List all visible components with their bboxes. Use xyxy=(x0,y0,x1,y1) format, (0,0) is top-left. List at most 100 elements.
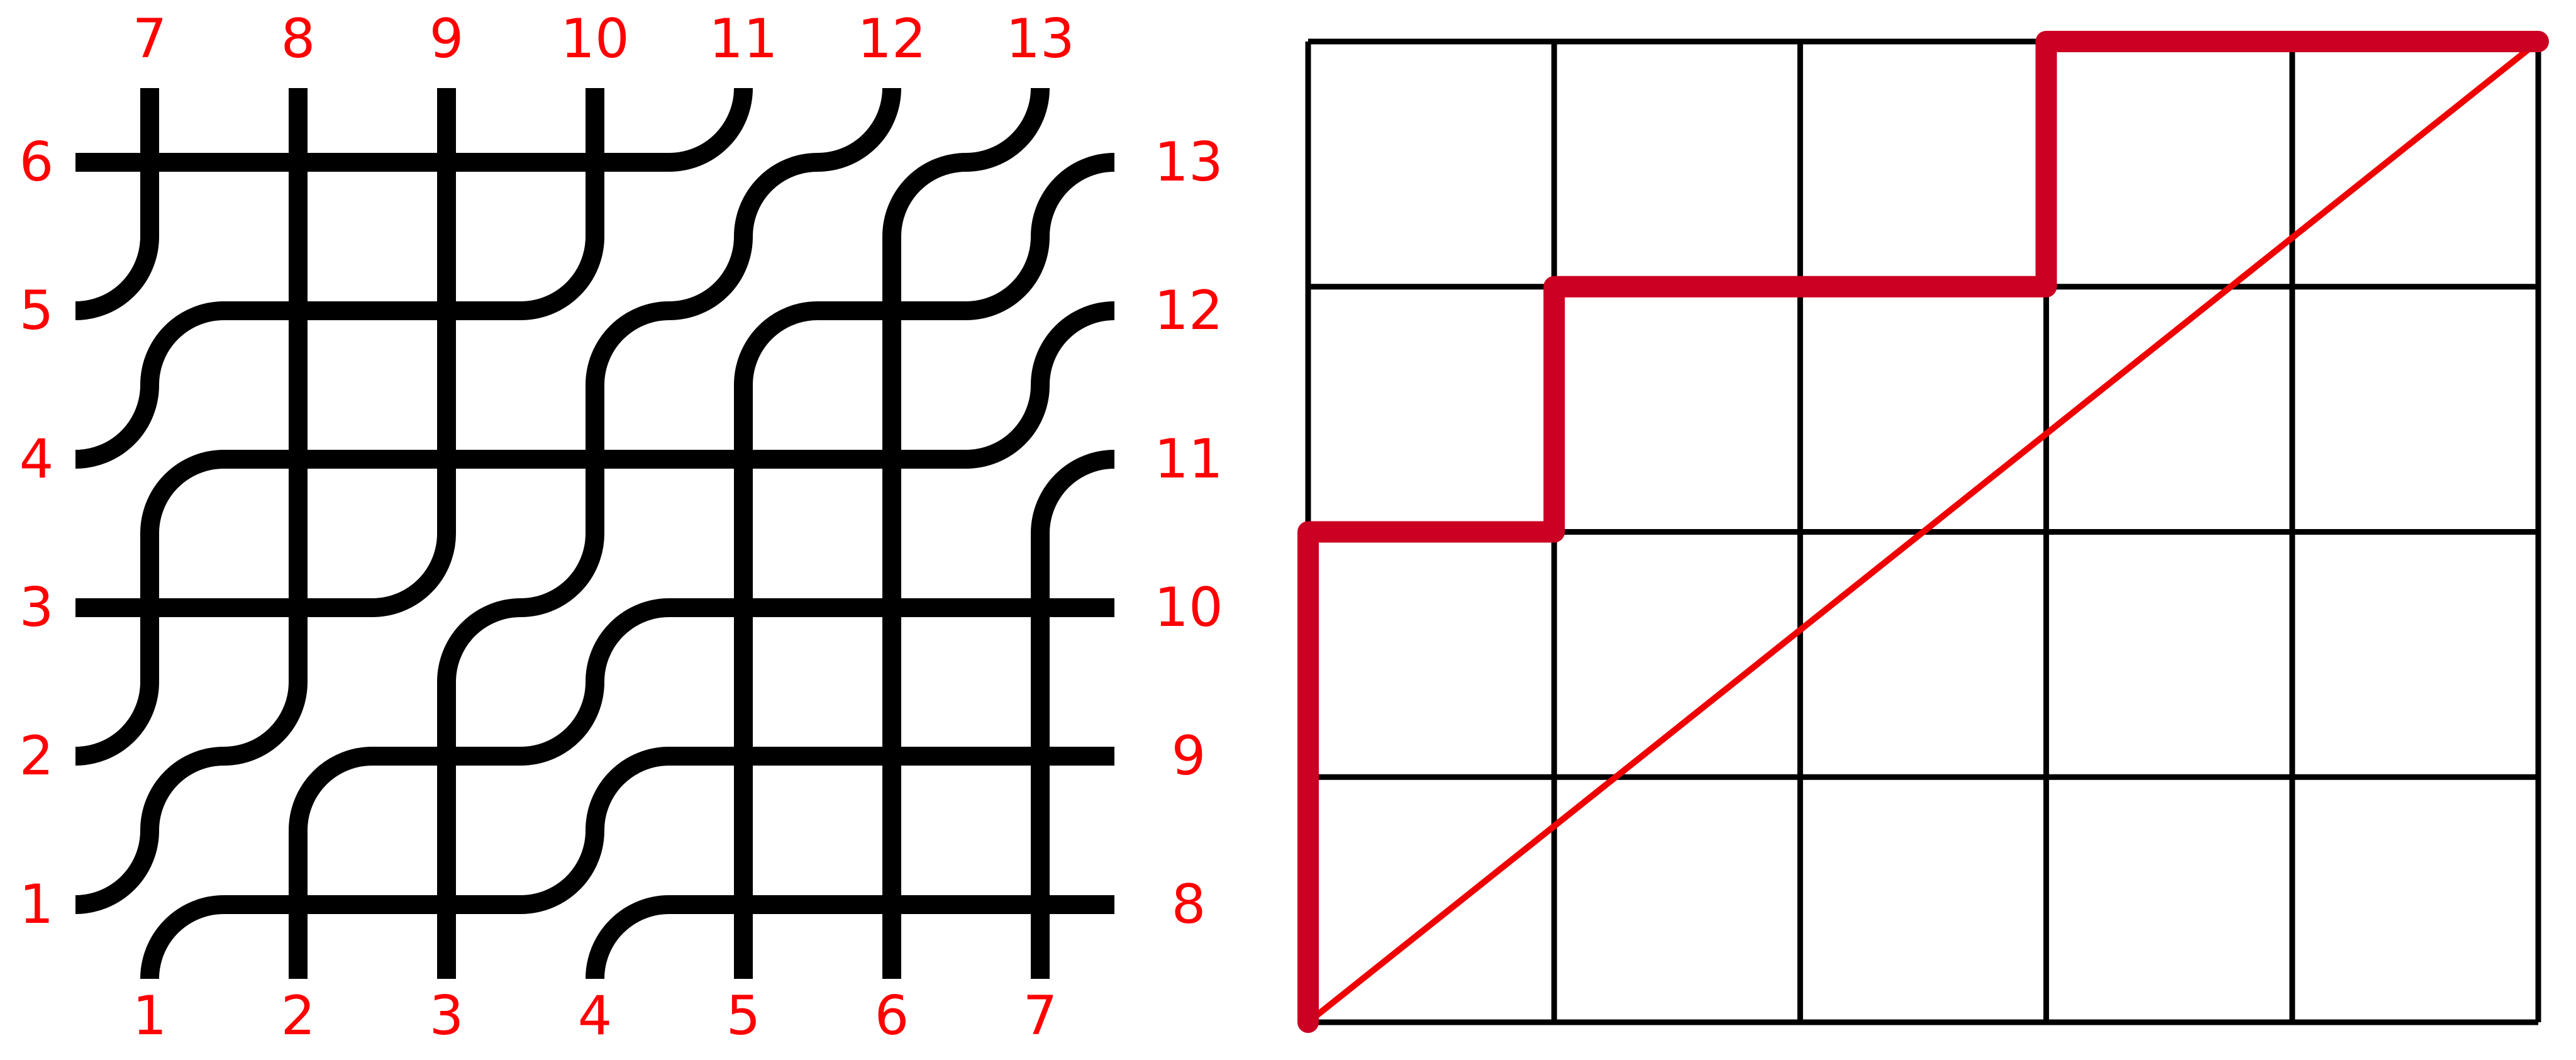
bottom-label-7: 7 xyxy=(1023,985,1058,1047)
top-label-5: 11 xyxy=(709,8,777,70)
tile-elbow-r4-c3 xyxy=(372,533,521,683)
strand-segment xyxy=(372,237,521,385)
strand-segment xyxy=(817,87,967,237)
tile-elbow-r2-c4 xyxy=(520,236,670,386)
tile-cross-r6-c5 xyxy=(669,830,818,979)
tile-elbow-r2-c1 xyxy=(75,236,225,386)
strand-segment xyxy=(75,681,225,831)
top-label-3: 9 xyxy=(430,8,464,70)
lattice-path xyxy=(1297,31,2549,1033)
tile-cross-r3-c4 xyxy=(521,385,669,533)
strand-segment xyxy=(966,682,1114,830)
strand-segment xyxy=(75,384,225,534)
tile-elbow-r3-c1 xyxy=(75,384,225,534)
strand-segment xyxy=(372,533,521,683)
tile-cross-r3-c6 xyxy=(818,385,966,533)
tile-elbow-r1-c6 xyxy=(817,87,967,237)
strand-segment xyxy=(966,533,1114,682)
right-label-3: 11 xyxy=(1154,428,1223,491)
strand-segment xyxy=(669,385,818,533)
strand-segment xyxy=(75,236,225,386)
strand-segment xyxy=(965,384,1115,534)
tile-elbow-r3-c7 xyxy=(965,384,1115,534)
left-label-6: 1 xyxy=(19,873,54,936)
strand-segment xyxy=(818,237,966,385)
strand-segment xyxy=(521,385,669,533)
tile-elbow-r2-c5 xyxy=(669,236,818,386)
strand-segment xyxy=(966,830,1114,979)
strand-segment xyxy=(223,681,373,831)
right-label-6: 8 xyxy=(1172,873,1206,936)
strand-segment xyxy=(669,533,818,682)
strand-segment xyxy=(372,88,521,237)
strand-segment xyxy=(520,236,670,386)
tile-cross-r3-c2 xyxy=(224,385,372,533)
strand-segment xyxy=(224,385,372,533)
tile-elbow-r5-c1 xyxy=(75,681,225,831)
strand-segment xyxy=(669,87,818,237)
strand-segment xyxy=(75,830,225,979)
tile-cross-r6-c6 xyxy=(818,830,966,979)
tile-cross-r1-c2 xyxy=(224,88,372,237)
tile-elbow-r6-c1 xyxy=(75,830,225,979)
strand-segment xyxy=(520,533,670,683)
tile-cross-r5-c5 xyxy=(669,682,818,830)
tile-cross-r6-c3 xyxy=(372,830,521,979)
tile-cross-r4-c5 xyxy=(669,533,818,682)
tile-cross-r5-c6 xyxy=(818,682,966,830)
strand-segment xyxy=(520,681,670,831)
bottom-label-5: 5 xyxy=(726,985,761,1047)
tile-elbow-r5-c2 xyxy=(223,681,373,831)
tile-cross-r2-c6 xyxy=(818,237,966,385)
strand-segment xyxy=(372,385,521,533)
tile-cross-r1-c3 xyxy=(372,88,521,237)
strand-segment xyxy=(965,236,1115,386)
strand-segment xyxy=(818,385,966,533)
tile-elbow-r1-c5 xyxy=(669,87,818,237)
right-label-1: 13 xyxy=(1154,131,1223,194)
strand-segment xyxy=(224,830,372,979)
tile-cross-r4-c6 xyxy=(818,533,966,682)
tile-cross-r6-c7 xyxy=(966,830,1114,979)
top-label-2: 8 xyxy=(281,8,316,70)
tile-cross-r5-c7 xyxy=(966,682,1114,830)
left-label-5: 2 xyxy=(19,725,54,788)
bottom-label-4: 4 xyxy=(578,985,613,1047)
strand-segment xyxy=(224,88,372,237)
strand-segment xyxy=(521,88,669,237)
tile-cross-r2-c2 xyxy=(224,237,372,385)
strand-segment xyxy=(669,682,818,830)
top-label-4: 10 xyxy=(560,8,629,70)
right-label-2: 12 xyxy=(1154,279,1223,342)
tile-cross-r1-c4 xyxy=(521,88,669,237)
strand-segment xyxy=(372,830,521,979)
right-label-4: 10 xyxy=(1154,576,1223,639)
top-label-1: 7 xyxy=(133,8,167,70)
tile-elbow-r6-c4 xyxy=(520,830,670,979)
lattice-path-diagram xyxy=(1297,31,2549,1033)
tile-elbow-r1-c7 xyxy=(965,87,1115,237)
left-label-1: 6 xyxy=(19,131,54,194)
tile-cross-r3-c5 xyxy=(669,385,818,533)
tile-cross-r4-c2 xyxy=(224,533,372,682)
strand-segment xyxy=(818,830,966,979)
strand-segment xyxy=(520,830,670,979)
top-label-6: 12 xyxy=(857,8,926,70)
tile-cross-r2-c3 xyxy=(372,237,521,385)
left-label-2: 5 xyxy=(19,279,54,342)
right-label-5: 9 xyxy=(1172,725,1206,788)
left-label-4: 3 xyxy=(19,576,54,639)
bottom-label-2: 2 xyxy=(281,985,316,1047)
bottom-label-3: 3 xyxy=(430,985,464,1047)
tile-cross-r6-c2 xyxy=(224,830,372,979)
strand-segment xyxy=(669,830,818,979)
strand-segment xyxy=(818,682,966,830)
tile-cross-r3-c3 xyxy=(372,385,521,533)
strand-segment xyxy=(224,533,372,682)
tile-cross-r4-c7 xyxy=(966,533,1114,682)
strand-segment xyxy=(372,682,521,830)
tile-cross-r5-c3 xyxy=(372,682,521,830)
tile-cross-r4-c1 xyxy=(75,533,224,682)
